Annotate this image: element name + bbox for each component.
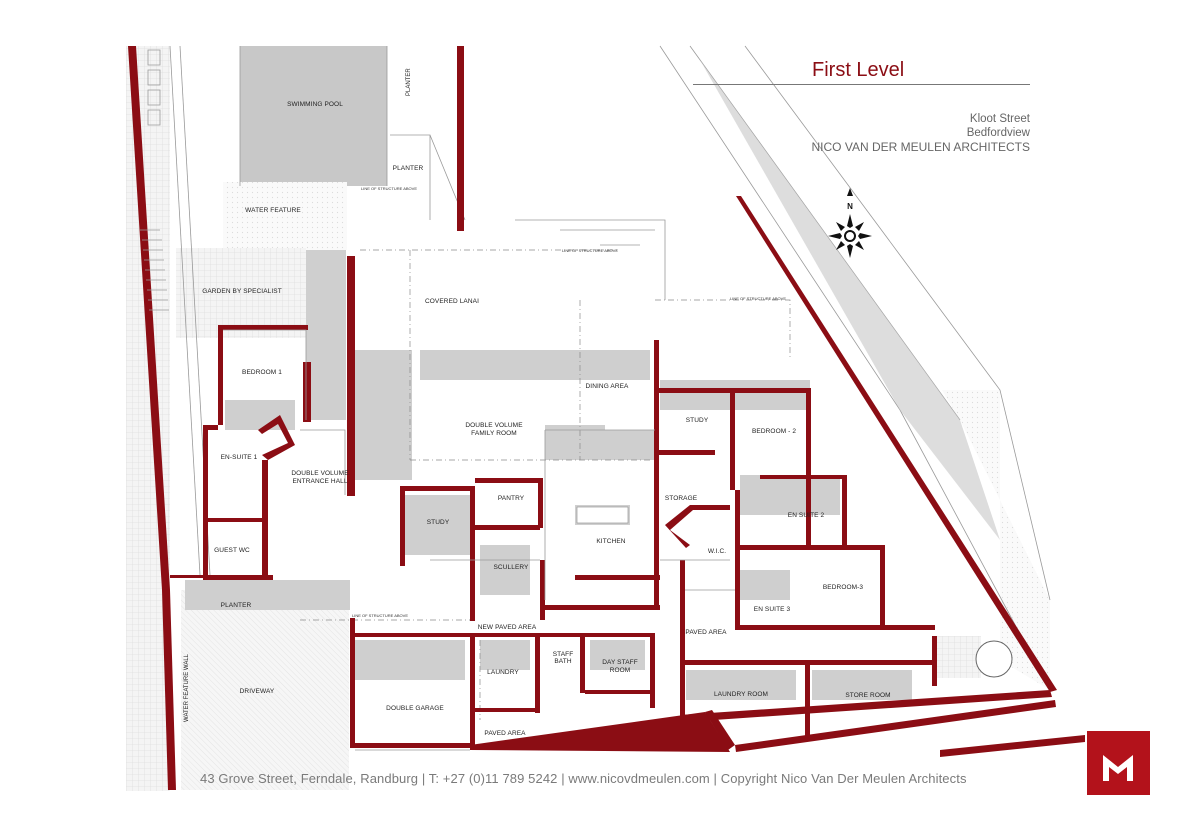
label-swimming-pool: SWIMMING POOL bbox=[287, 101, 343, 108]
label-bedroom-3: BEDROOM-3 bbox=[823, 584, 864, 591]
label-pantry: PANTRY bbox=[498, 495, 525, 502]
label-entrance-hall-1: DOUBLE VOLUME bbox=[291, 470, 349, 477]
label-planter-upper: PLANTER bbox=[393, 165, 424, 172]
label-ensuite-1: EN-SUITE 1 bbox=[221, 454, 258, 461]
label-ensuite-3: EN SUITE 3 bbox=[754, 606, 791, 613]
label-water-feature: WATER FEATURE bbox=[245, 207, 301, 214]
label-garden: GARDEN BY SPECIALIST bbox=[202, 288, 282, 295]
label-kitchen: KITCHEN bbox=[596, 538, 625, 545]
brand-logo bbox=[1087, 731, 1150, 795]
address-suburb: Bedfordview bbox=[966, 127, 1030, 139]
label-new-paved-area: NEW PAVED AREA bbox=[478, 624, 537, 631]
title-rule bbox=[693, 84, 1030, 85]
label-paved-area-right: PAVED AREA bbox=[685, 629, 727, 636]
note-structure-1: LINE OF STRUCTURE ABOVE bbox=[361, 186, 417, 191]
label-laundry: LAUNDRY bbox=[487, 669, 519, 676]
label-bedroom-1: BEDROOM 1 bbox=[242, 369, 282, 376]
label-laundry-room: LAUNDRY ROOM bbox=[714, 691, 768, 698]
label-dining-area: DINING AREA bbox=[586, 383, 630, 390]
label-bedroom-2: BEDROOM - 2 bbox=[752, 428, 796, 435]
label-water-feature-wall: WATER FEATURE WALL bbox=[184, 653, 190, 722]
label-planter-lower: PLANTER bbox=[221, 602, 252, 609]
label-paved-area-bottom: PAVED AREA bbox=[484, 730, 526, 737]
label-entrance-hall-2: ENTRANCE HALL bbox=[292, 478, 347, 485]
label-family-room-2: FAMILY ROOM bbox=[471, 430, 517, 437]
label-double-garage: DOUBLE GARAGE bbox=[386, 705, 444, 712]
label-guest-wc: GUEST WC bbox=[214, 547, 250, 554]
architect-name: NICO VAN DER MEULEN ARCHITECTS bbox=[811, 140, 1030, 154]
label-study: STUDY bbox=[427, 519, 450, 526]
label-day-staff-1: DAY STAFF bbox=[602, 659, 638, 666]
label-ensuite-2: EN SUITE 2 bbox=[788, 512, 825, 519]
label-planter-top: PLANTER bbox=[406, 68, 412, 96]
label-wic: W.I.C. bbox=[708, 548, 726, 555]
note-structure-4: LINE OF STRUCTURE ABOVE bbox=[352, 613, 408, 618]
label-scullery: SCULLERY bbox=[493, 564, 529, 571]
label-driveway: DRIVEWAY bbox=[240, 688, 275, 695]
note-structure-3: LINE OF STRUCTURE ABOVE bbox=[730, 296, 786, 301]
level-title: First Level bbox=[812, 59, 905, 81]
label-staff-bath-2: BATH bbox=[554, 658, 571, 665]
label-staff-bath-1: STAFF bbox=[553, 651, 574, 658]
label-family-room-1: DOUBLE VOLUME bbox=[465, 422, 523, 429]
label-day-staff-2: ROOM bbox=[610, 667, 631, 674]
footer-contact: 43 Grove Street, Ferndale, Randburg | T:… bbox=[200, 771, 967, 786]
label-store-room: STORE ROOM bbox=[845, 692, 890, 699]
label-covered-lanai: COVERED LANAI bbox=[425, 298, 479, 305]
address-street: Kloot Street bbox=[969, 113, 1030, 125]
north-label: N bbox=[847, 202, 853, 211]
note-structure-2: LINE OF STRUCTURE ABOVE bbox=[562, 248, 618, 253]
label-study-right: STUDY bbox=[686, 417, 709, 424]
compass: N bbox=[828, 188, 872, 258]
label-storage: STORAGE bbox=[665, 495, 698, 502]
